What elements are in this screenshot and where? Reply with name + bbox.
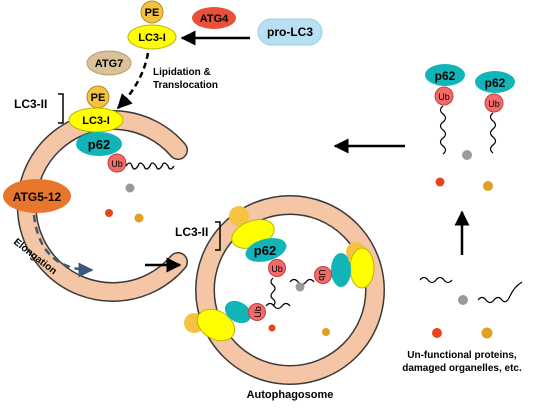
atg4-label: ATG4 — [200, 13, 229, 25]
pe-top-node: PE — [140, 0, 164, 24]
lipidation-label-line2: Translocation — [153, 80, 218, 91]
atg5-12-label: ATG5-12 — [13, 190, 62, 204]
protein-chain-autophagosome-a — [270, 277, 276, 307]
ub-autophagosome-bottom-label: Ub — [253, 306, 263, 318]
p62-autophagosome-bottom — [224, 300, 252, 324]
p62-left-node: p62 — [76, 132, 122, 156]
ub-autophagosome-right: Ub — [314, 266, 332, 284]
lc3-ii-left-label: LC3-II — [14, 97, 47, 111]
protein-chain-autophagosome-c — [265, 302, 291, 310]
pe-top-label: PE — [145, 7, 160, 19]
organelle-gold-autophagosome — [322, 328, 330, 336]
lc3-ii-autophagosome-right — [349, 247, 375, 289]
protein-chain-substrate-a — [419, 276, 453, 284]
p62-autophagosome-node: p62 — [245, 238, 287, 262]
p62-left-label: p62 — [88, 137, 110, 152]
organelle-red-substrate — [432, 328, 442, 338]
substrates-label-line1: Un-functional proteins, — [407, 350, 517, 361]
organelle-gray-autophagosome — [295, 282, 305, 292]
p62-right-a-node: p62 — [425, 64, 465, 86]
organelle-gold-substrate — [481, 327, 493, 339]
pro-lc3-label: pro-LC3 — [267, 25, 313, 39]
ub-autophagosome-bottom: Ub — [248, 303, 266, 321]
substrates-label-line2: damaged organelles, etc. — [402, 363, 522, 374]
lc3-ii-autophagosome-label: LC3-II — [175, 225, 208, 239]
pe-left-label: PE — [91, 92, 106, 104]
lipidation-arrow — [116, 52, 150, 110]
lc3-i-left-node: LC3-I — [68, 107, 124, 133]
lc3-ii-autophagosome-bottom — [196, 308, 236, 342]
pe-left-node: PE — [86, 85, 110, 109]
p62-right-a-label: p62 — [435, 69, 456, 83]
ub-right-b-node: Ub — [484, 93, 504, 113]
ub-right-a-label: Ub — [438, 92, 450, 102]
ub-right-a-node: Ub — [434, 86, 454, 106]
ub-autophagosome-top-label: Ub — [271, 264, 283, 274]
organelle-gray-right — [462, 150, 472, 160]
organelle-gray-left — [125, 183, 135, 193]
ub-autophagosome-top: Ub — [268, 259, 286, 277]
ub-right-b-label: Ub — [488, 99, 500, 109]
protein-chain-right-a — [439, 105, 447, 155]
p62-autophagosome-label: p62 — [254, 243, 276, 258]
autophagosome-label: Autophagosome — [247, 389, 334, 401]
protein-chain-substrate-b — [477, 281, 523, 304]
atg7-node: ATG7 — [86, 50, 132, 76]
lipidation-label-line1: Lipidation & — [153, 67, 211, 78]
atg4-node: ATG4 — [192, 7, 236, 29]
organelle-red-right — [435, 177, 445, 187]
ub-autophagosome-right-label: Ub — [317, 269, 327, 281]
protein-chain-right-b — [489, 112, 497, 154]
p62-autophagosome-right — [331, 253, 351, 287]
pe-autophagosome-top — [229, 206, 249, 226]
organelle-red-left — [105, 209, 113, 217]
lc3-i-top-label: LC3-I — [138, 32, 166, 44]
ub-left-node: Ub — [107, 153, 127, 173]
organelle-gold-right — [483, 181, 493, 191]
p62-right-b-node: p62 — [475, 71, 515, 93]
lc3-i-top-node: LC3-I — [127, 24, 177, 50]
pro-lc3-node: pro-LC3 — [257, 18, 323, 46]
lc3-ii-autophagosome-bracket — [215, 221, 221, 251]
lc3-ii-left-bracket — [58, 93, 64, 124]
lc3-i-left-label: LC3-I — [82, 115, 110, 127]
organelle-gold-left — [134, 213, 144, 223]
organelle-red-autophagosome — [268, 324, 276, 332]
atg5-12-node: ATG5-12 — [3, 179, 71, 213]
p62-right-b-label: p62 — [485, 76, 506, 90]
protein-chain-left — [125, 162, 175, 170]
organelle-gray-substrate — [458, 295, 468, 305]
autophagosome-membrane — [195, 195, 385, 385]
ub-left-label: Ub — [111, 159, 123, 169]
atg7-label: ATG7 — [95, 58, 124, 70]
